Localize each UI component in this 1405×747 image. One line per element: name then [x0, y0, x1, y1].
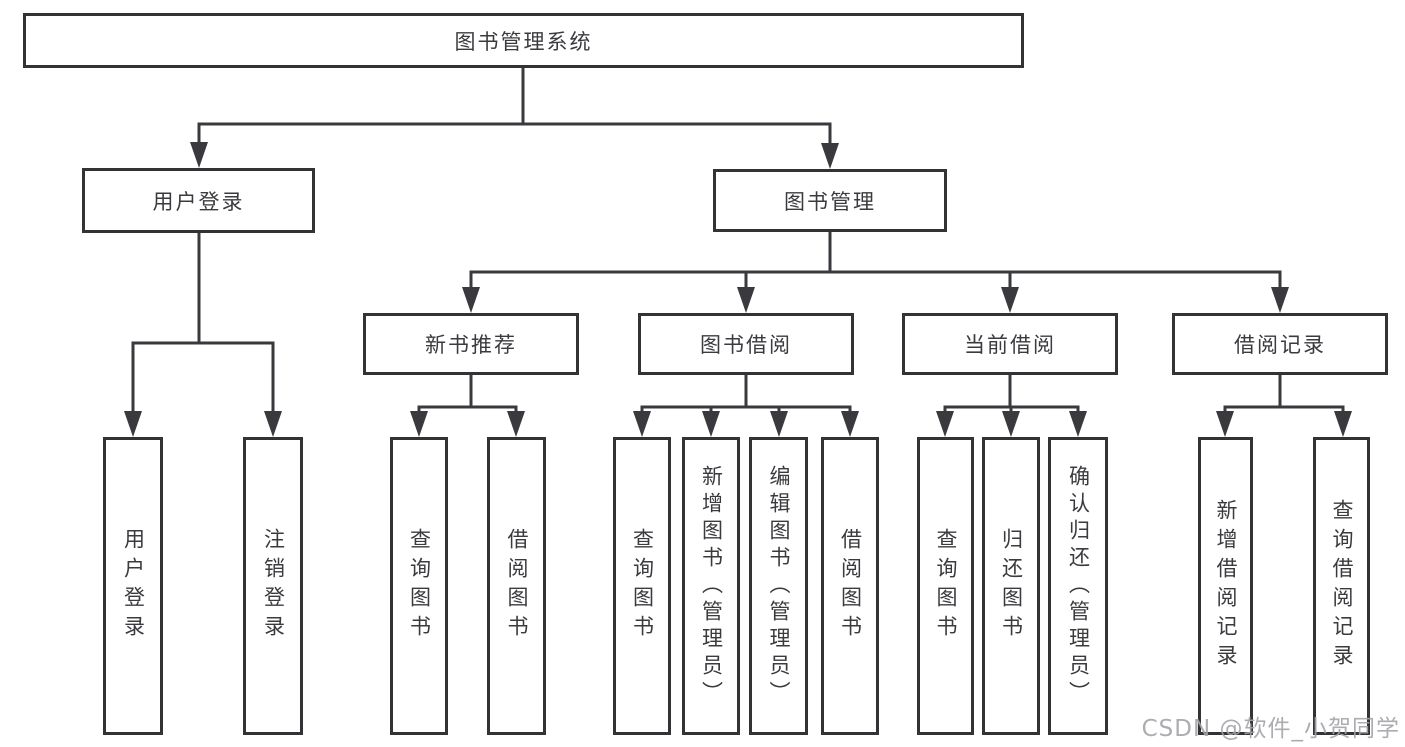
node-new-book-recommend: 新书推荐: [363, 313, 579, 375]
leaf-current-confirm-return-admin: 确认归还（管理员）: [1048, 437, 1108, 735]
node-book-borrow: 图书借阅: [638, 313, 854, 375]
connector-root-to-level1: [190, 66, 839, 169]
node-book-management: 图书管理: [713, 169, 947, 232]
leaf-borrow-borrow-books: 借阅图书: [821, 437, 879, 735]
leaf-current-confirm-return-admin-label: 确认归还（管理员）: [1066, 464, 1091, 708]
connector-new-book-recommend-children: [410, 373, 525, 437]
node-current-borrow-label: 当前借阅: [964, 333, 1056, 357]
leaf-borrow-add-books-admin: 新增图书（管理员）: [682, 437, 740, 735]
leaf-recommend-borrow-books-label: 借阅图书: [505, 528, 529, 644]
node-root-label: 图书管理系统: [454, 29, 593, 54]
connector-user-login-children: [124, 231, 282, 437]
leaf-borrow-query-books: 查询图书: [613, 437, 671, 735]
leaf-recommend-borrow-books: 借阅图书: [487, 437, 546, 735]
node-new-book-recommend-label: 新书推荐: [425, 333, 517, 357]
leaf-records-query-record: 查询借阅记录: [1313, 437, 1370, 735]
node-user-login: 用户登录: [82, 168, 315, 233]
leaf-records-add-record: 新增借阅记录: [1198, 437, 1253, 735]
leaf-current-return-books: 归还图书: [982, 437, 1040, 735]
leaf-records-add-record-label: 新增借阅记录: [1214, 499, 1238, 673]
csdn-watermark: CSDN @软件_小贺同学: [1141, 716, 1400, 742]
node-book-borrow-label: 图书借阅: [700, 333, 792, 357]
leaf-borrow-edit-books-admin-label: 编辑图书（管理员）: [767, 464, 791, 708]
leaf-logout-label: 注销登录: [261, 528, 286, 644]
connector-book-management-children: [462, 230, 1289, 313]
node-current-borrow: 当前借阅: [902, 313, 1118, 375]
connector-book-borrow-children: [633, 373, 859, 437]
leaf-recommend-query-books: 查询图书: [390, 437, 448, 735]
node-borrow-records: 借阅记录: [1172, 313, 1388, 375]
node-root-library-management-system: 图书管理系统: [23, 13, 1024, 68]
node-borrow-records-label: 借阅记录: [1234, 333, 1326, 357]
leaf-current-query-books: 查询图书: [917, 437, 974, 735]
leaf-recommend-query-books-label: 查询图书: [407, 528, 432, 644]
leaf-borrow-borrow-books-label: 借阅图书: [838, 528, 863, 644]
leaf-borrow-add-books-admin-label: 新增图书（管理员）: [699, 464, 724, 708]
connector-current-borrow-children: [936, 373, 1087, 437]
node-user-login-label: 用户登录: [152, 189, 245, 214]
leaf-records-query-record-label: 查询借阅记录: [1330, 499, 1354, 673]
leaf-user-login: 用户登录: [103, 437, 163, 735]
leaf-current-query-books-label: 查询图书: [934, 528, 958, 644]
leaf-borrow-query-books-label: 查询图书: [630, 528, 655, 644]
leaf-current-return-books-label: 归还图书: [999, 528, 1024, 644]
leaf-user-login-label: 用户登录: [121, 528, 146, 644]
connector-borrow-records-children: [1216, 373, 1352, 437]
leaf-borrow-edit-books-admin: 编辑图书（管理员）: [749, 437, 808, 735]
leaf-logout: 注销登录: [243, 437, 303, 735]
node-book-management-label: 图书管理: [784, 189, 876, 214]
